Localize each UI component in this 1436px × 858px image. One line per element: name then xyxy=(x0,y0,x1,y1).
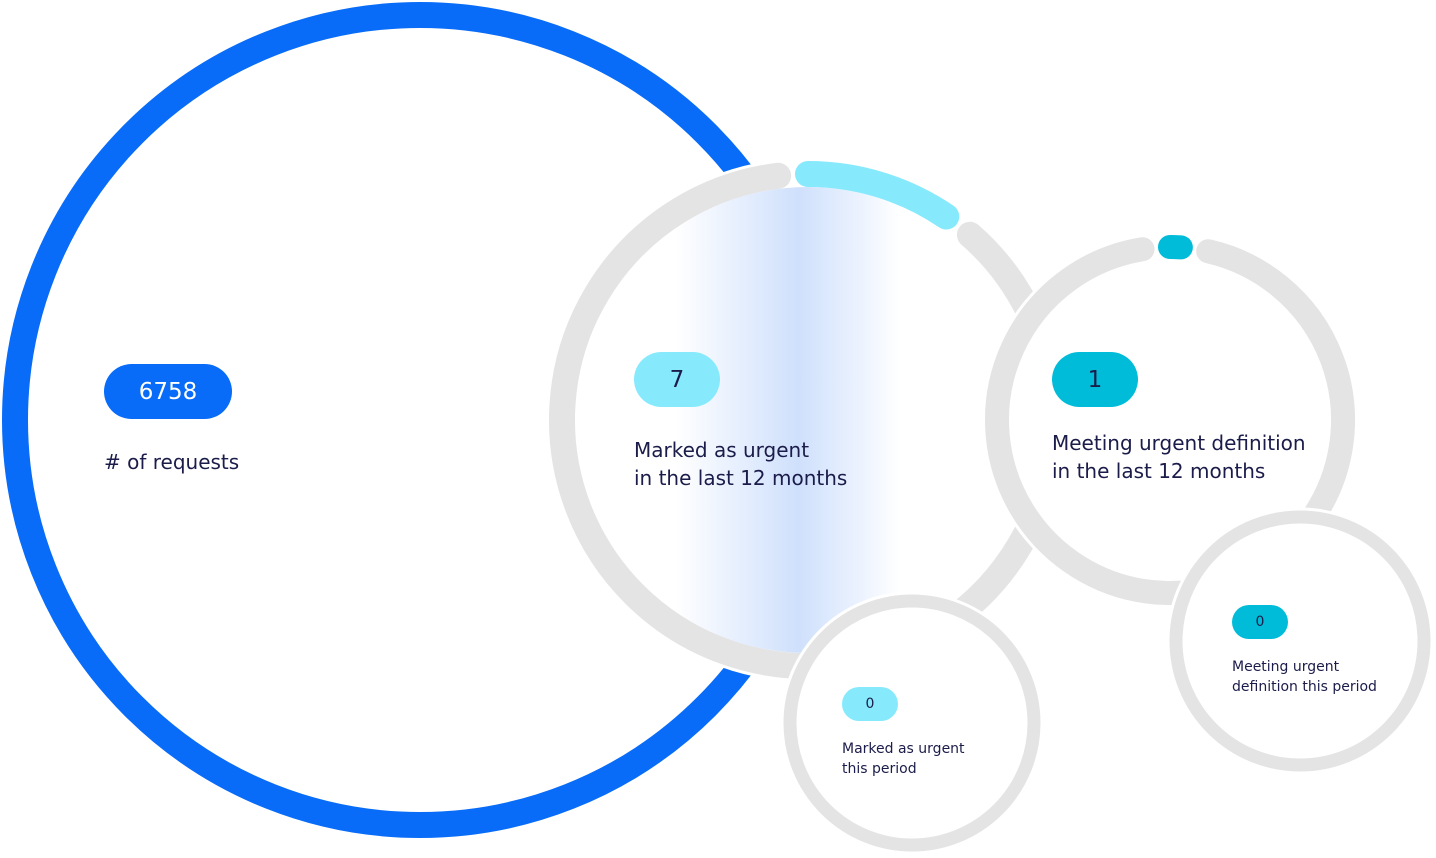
marked-12m-value-badge: 7 xyxy=(634,352,720,407)
total-value: 6758 xyxy=(138,378,198,405)
meeting-period-ring xyxy=(1166,507,1434,775)
marked-period-ring-backdrop xyxy=(780,591,1044,855)
meeting-12m-value: 1 xyxy=(1087,366,1103,393)
marked-period-value: 0 xyxy=(865,696,875,712)
meeting-period-track-arc xyxy=(1169,510,1431,772)
total-label: # of requests xyxy=(104,450,240,474)
meeting-12m-label: Meeting urgent definition in the last 12… xyxy=(1052,431,1306,483)
marked-12m-value-arc xyxy=(795,161,960,230)
marked-period-label: Marked as urgent this period xyxy=(842,741,965,777)
total-ring-backdrop xyxy=(0,0,841,841)
meeting-12m-value-badge: 1 xyxy=(1052,352,1138,407)
meeting-period-ring-backdrop xyxy=(1166,507,1434,775)
marked-12m-value: 7 xyxy=(669,366,685,393)
marked-period-ring xyxy=(780,591,1044,855)
meeting-12m-track-arc xyxy=(985,237,1355,605)
meeting-period-value-badge: 0 xyxy=(1232,605,1288,639)
total-value-badge: 6758 xyxy=(104,364,232,419)
marked-period-track-arc xyxy=(783,594,1041,852)
marked-12m-glow xyxy=(675,187,900,653)
meeting-period-value: 0 xyxy=(1255,614,1265,630)
meeting-period-label: Meeting urgent definition this period xyxy=(1232,659,1377,695)
marked-12m-label: Marked as urgent in the last 12 months xyxy=(634,438,848,490)
marked-period-value-badge: 0 xyxy=(842,687,898,721)
